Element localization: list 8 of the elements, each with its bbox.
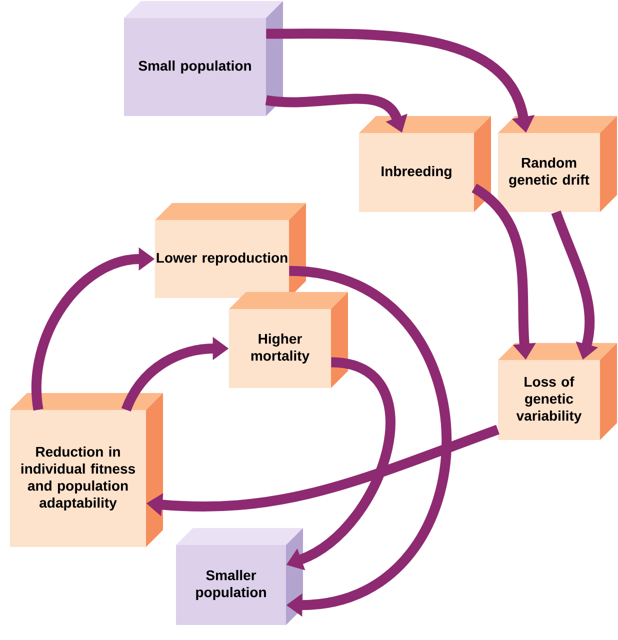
box: Inbreeding (359, 116, 491, 212)
box: Higher mortality (229, 292, 348, 388)
box: Lower reproduction (155, 203, 306, 298)
box: Loss of genetic variability (498, 343, 617, 440)
box: Small population (124, 1, 283, 116)
box: Random genetic drift (498, 116, 617, 212)
box: Reduction in individual fitness and population adaptability (10, 393, 163, 547)
box: Smaller population (176, 528, 303, 625)
